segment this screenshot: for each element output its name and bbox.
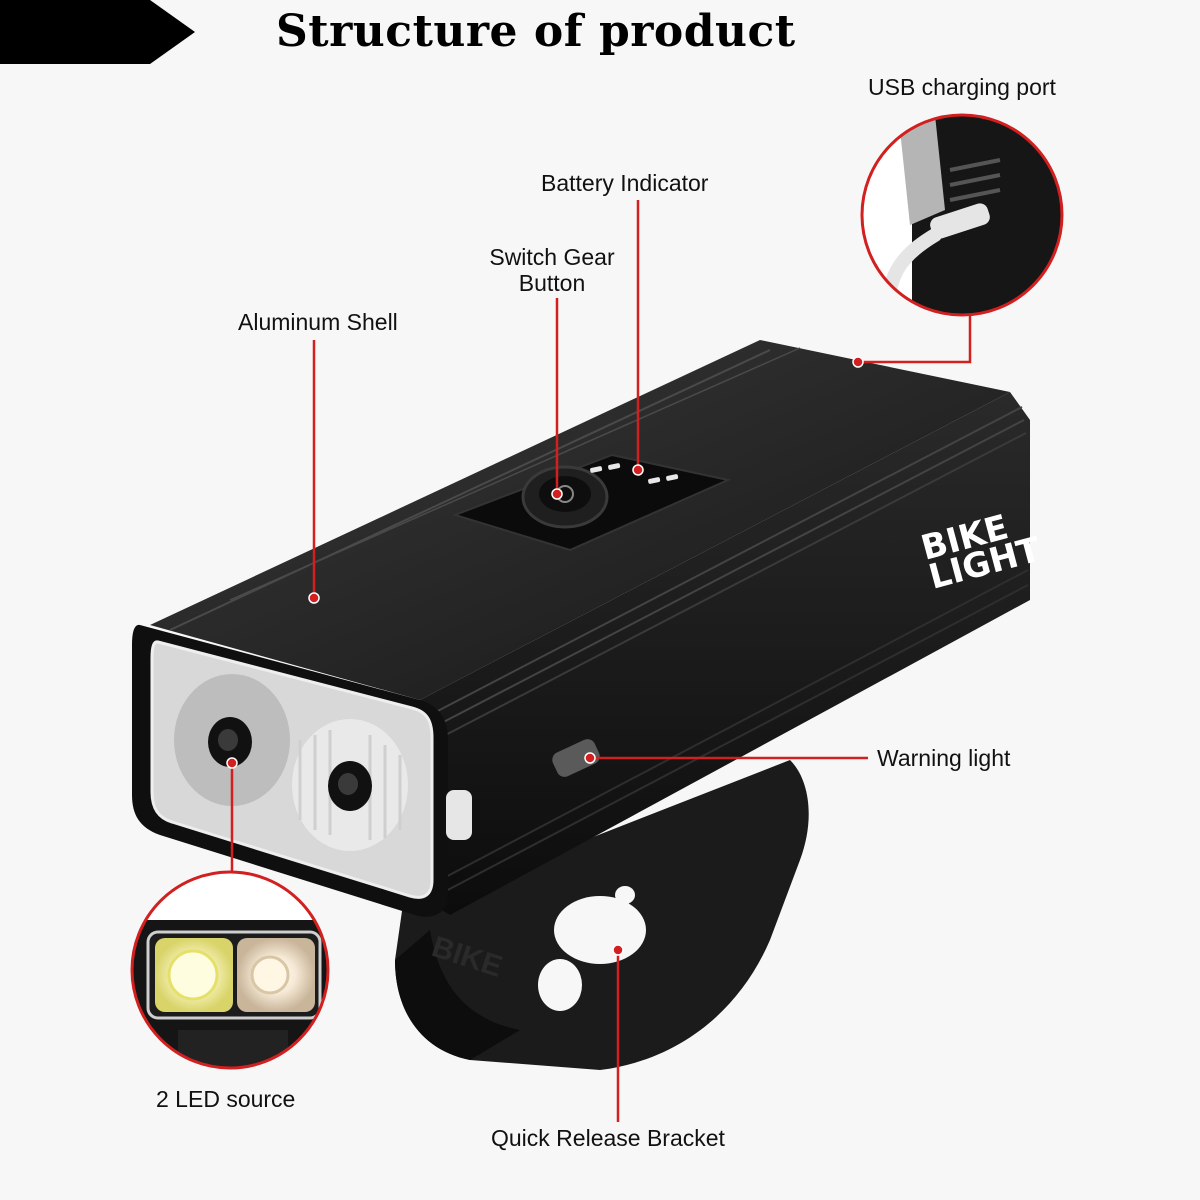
label-switch-gear-line-1: Switch Gear: [489, 244, 615, 270]
led-detail-inset: [130, 870, 330, 1070]
label-battery-indicator: Battery Indicator: [541, 170, 709, 196]
title-arrow-shape: [0, 0, 195, 64]
label-usb-charging-port: USB charging port: [868, 74, 1056, 100]
usb-detail-inset: [860, 113, 1064, 317]
leader-lines: [230, 200, 972, 1122]
leader-dots: [226, 356, 864, 956]
label-switch-gear-line-2: Button: [518, 270, 586, 296]
bike-light-body: BIKE LIGHT: [132, 340, 1046, 917]
bike-light-logo: BIKE LIGHT: [917, 500, 1046, 597]
label-warning-light: Warning light: [877, 745, 1011, 771]
label-aluminum-shell: Aluminum Shell: [238, 309, 398, 335]
label-switch-gear-button: Switch Gear Button: [484, 244, 620, 296]
label-2-led-source: 2 LED source: [156, 1086, 296, 1112]
label-quick-release-bracket: Quick Release Bracket: [491, 1125, 725, 1151]
quick-release-bracket-shape: BIKE: [395, 760, 809, 1070]
diagram-title: Structure of product: [276, 6, 796, 57]
